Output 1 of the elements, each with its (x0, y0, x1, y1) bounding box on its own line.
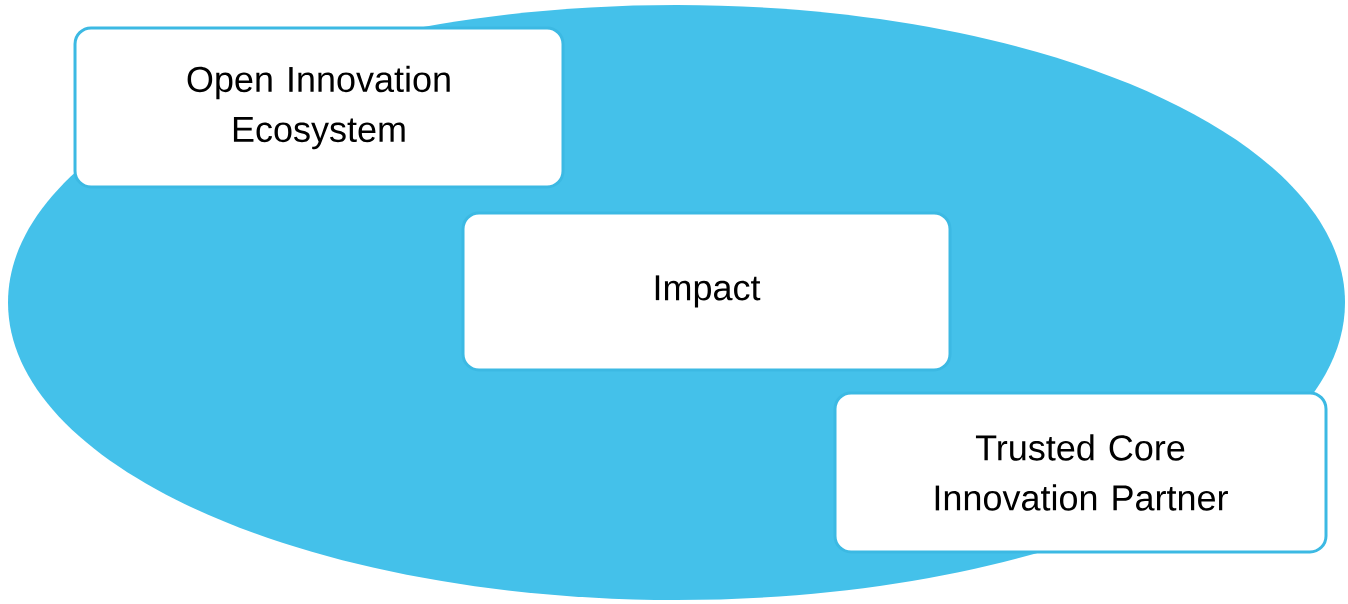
text-box: Impact (461, 211, 952, 372)
